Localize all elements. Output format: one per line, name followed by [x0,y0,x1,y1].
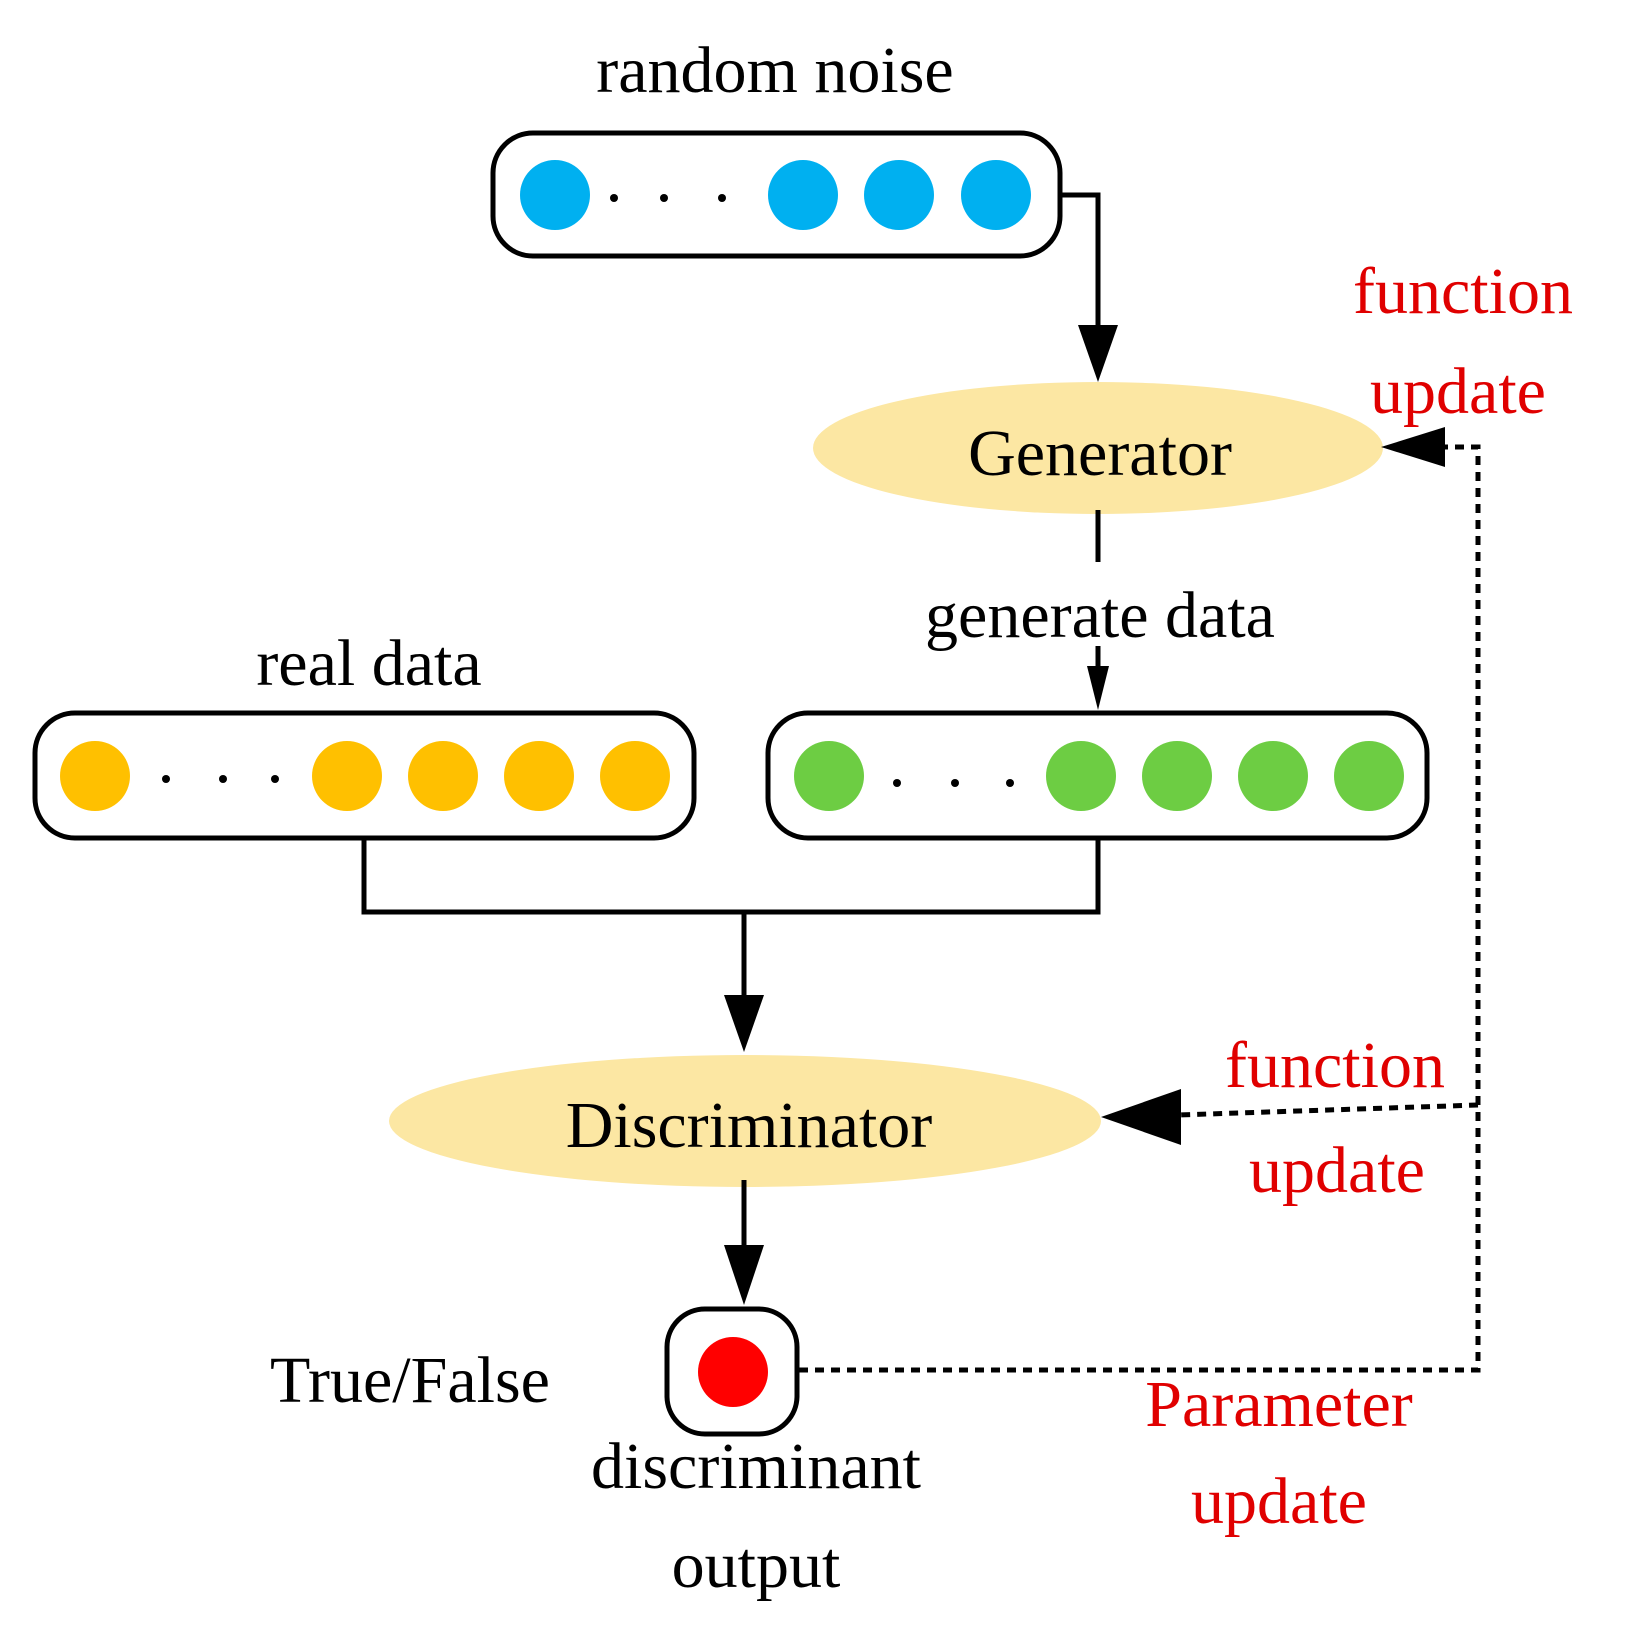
random-noise-label: random noise [596,34,953,107]
ellipsis-dot [1006,779,1014,787]
real-data-node [504,741,574,811]
output-label: output [672,1529,841,1602]
real-data-node [60,741,130,811]
ellipsis-dot [951,779,959,787]
generated-data-vector [765,710,1430,841]
generate-data-label: generate data [925,579,1275,652]
generated-data-node [1334,741,1404,811]
real-data-label: real data [256,627,481,700]
output-node [698,1337,768,1407]
generated-data-node [1238,741,1308,811]
real-data-vector [32,710,697,841]
noise-to-generator-arrow [1060,192,1118,382]
discriminator-node [389,1055,1101,1187]
ellipsis-dot [219,775,227,783]
generator-node [813,382,1383,514]
parameter-update-label-line1: Parameter [1145,1368,1413,1441]
ellipsis-dot [660,194,668,202]
parameter-update-label-line2: update [1191,1465,1367,1538]
noise-node [961,160,1031,230]
real-data-node [600,741,670,811]
generator-update-label-line1: function [1353,255,1573,328]
real-data-node [408,741,478,811]
generator-update-label-line2: update [1370,355,1546,428]
noise-node [768,160,838,230]
discriminator-update-label-line1: function [1225,1029,1445,1102]
discriminator-update-label-line2: update [1249,1134,1425,1207]
noise-node [520,160,590,230]
generator-label: Generator [968,417,1232,490]
noise-node [864,160,934,230]
ellipsis-dot [162,775,170,783]
data-to-discriminator-arrow [361,838,1101,1052]
discriminant-output [664,1306,800,1437]
discriminant-label: discriminant [591,1430,921,1503]
ellipsis-dot [271,775,279,783]
parameter-update-feedback [799,427,1481,1373]
generated-data-node [1142,741,1212,811]
generated-data-node [1046,741,1116,811]
ellipsis-dot [893,779,901,787]
real-data-node [312,741,382,811]
random-noise-vector [490,130,1063,259]
true-false-label: True/False [270,1344,550,1417]
discriminator-to-output-arrow [724,1180,764,1305]
generated-data-node [794,741,864,811]
ellipsis-dot [718,194,726,202]
discriminator-label: Discriminator [566,1089,933,1162]
generator-to-data-arrow [1087,510,1109,710]
ellipsis-dot [610,194,618,202]
